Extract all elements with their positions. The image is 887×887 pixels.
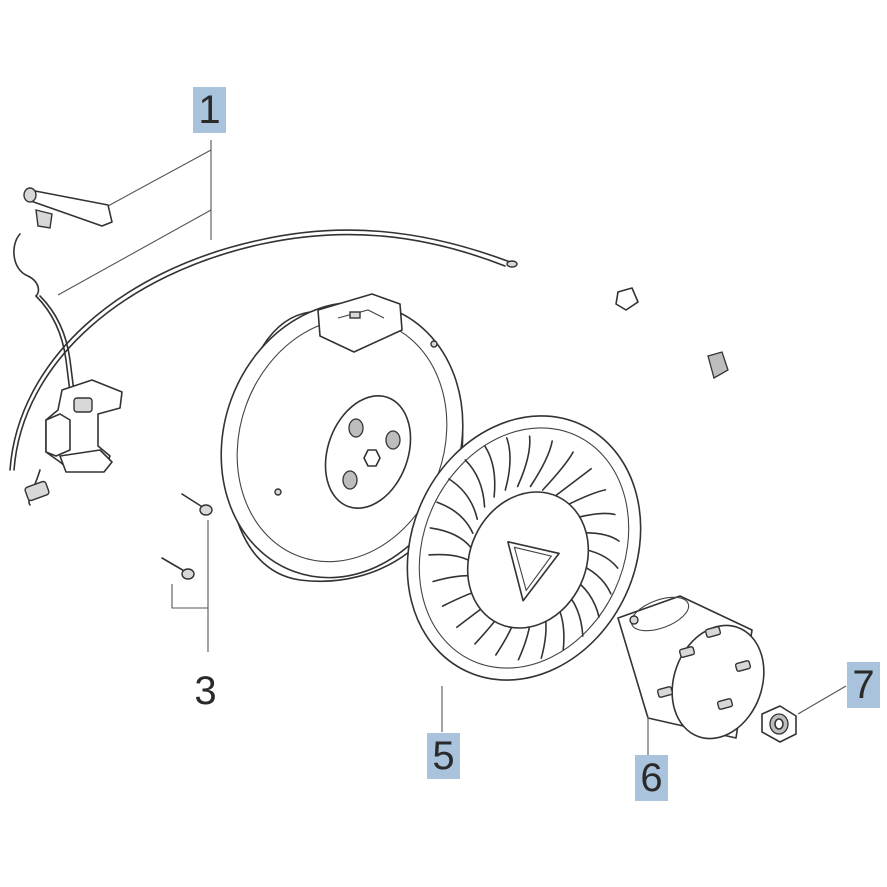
starter-cup — [617, 595, 765, 740]
fan-blade — [464, 459, 486, 508]
fan-blade — [516, 435, 531, 488]
fan-blade — [529, 440, 553, 488]
cooling-fan — [406, 415, 642, 681]
leader-lines-1 — [57, 140, 212, 296]
fan-blade — [484, 445, 496, 498]
callout-7: 7 — [847, 662, 880, 708]
leader-lines-other — [171, 520, 847, 760]
fan-blade — [429, 527, 473, 549]
flywheel — [220, 293, 464, 582]
fan-blade — [553, 467, 592, 498]
callout-3: 3 — [194, 668, 217, 713]
callout-1: 1 — [193, 87, 226, 133]
fan-blade — [448, 478, 479, 520]
kill-wire — [9, 229, 518, 471]
fan-blade — [504, 437, 511, 491]
coil-screws — [161, 493, 213, 580]
flywheel-nut — [761, 705, 797, 743]
callout-5: 5 — [427, 733, 460, 779]
fan-blade — [541, 451, 574, 491]
callout-6: 6 — [635, 755, 668, 801]
small-clips — [615, 287, 729, 379]
fan-blade — [436, 501, 474, 534]
ignition-coil — [24, 295, 123, 506]
spark-plug-cap — [13, 187, 113, 297]
